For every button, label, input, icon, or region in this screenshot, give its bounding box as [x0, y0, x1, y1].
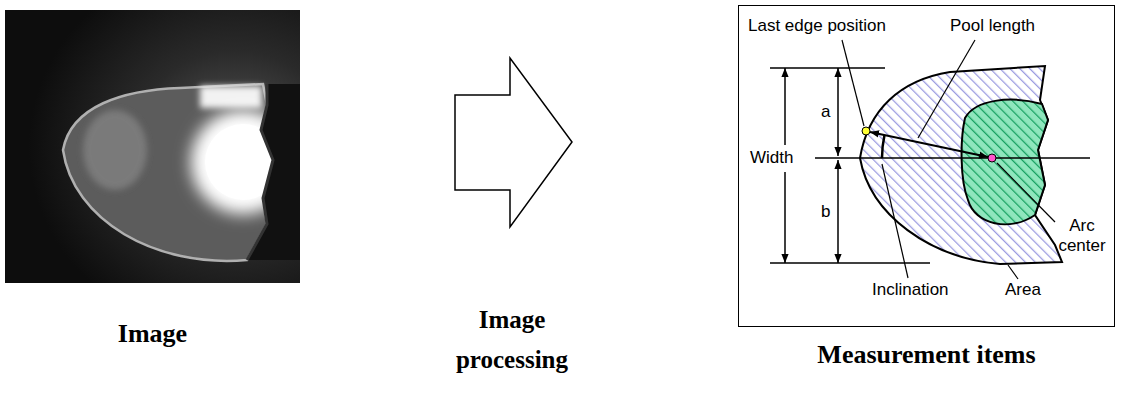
measurement-label: Area	[1005, 280, 1041, 300]
panel-caption: Image	[118, 319, 187, 349]
process-label: Image processing	[437, 300, 587, 380]
measurement-label: Arc center	[1052, 216, 1112, 256]
measurement-label: Inclination	[872, 280, 949, 300]
process-arrow	[455, 58, 572, 227]
pool-schematic	[770, 40, 1090, 279]
panel-caption: Measurement items	[817, 340, 1035, 370]
measurement-label: Last edge position	[748, 16, 886, 36]
weld-photo	[5, 10, 300, 283]
dimension-label: a	[821, 102, 830, 122]
measurement-label: Pool length	[950, 16, 1035, 36]
measurement-panel: Measurement items	[738, 5, 1115, 327]
dimension-label: Width	[750, 148, 793, 168]
arc-area	[962, 100, 1048, 225]
image-panel: Image	[5, 10, 300, 283]
dimension-label: b	[821, 202, 830, 222]
pool-area	[860, 66, 1062, 264]
